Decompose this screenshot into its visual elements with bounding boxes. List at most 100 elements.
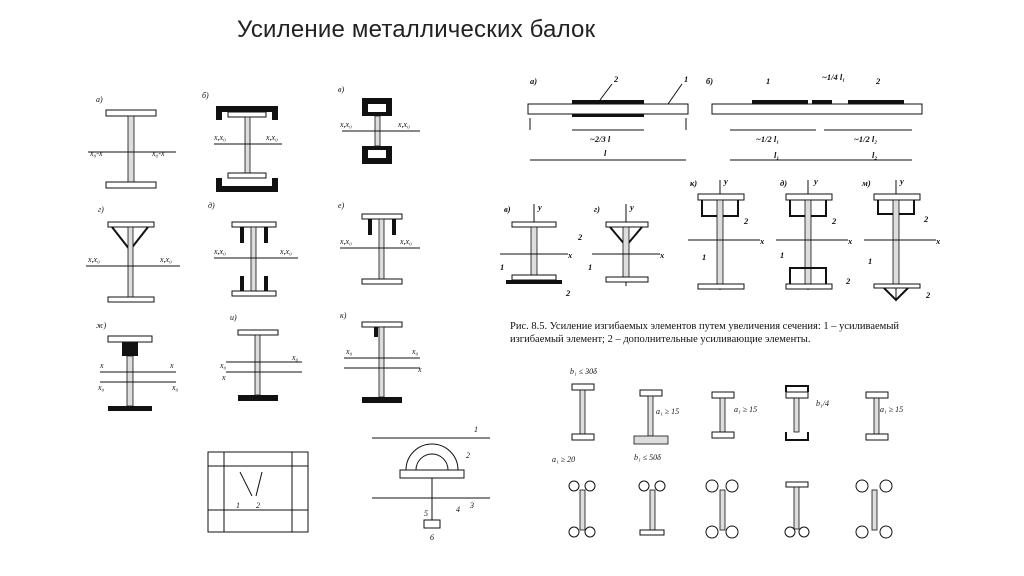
clamp-num5: 5 bbox=[424, 509, 428, 518]
rf-section-g: г) y x 2 1 bbox=[577, 202, 665, 286]
rf-d-axis-y: y bbox=[813, 176, 818, 186]
rf-section-d: д) y x 2 1 2 bbox=[776, 176, 853, 290]
rf-m-axis-x: x bbox=[935, 236, 941, 246]
axis-zh-x0-left: x₀ bbox=[97, 383, 105, 392]
axis-i-x0-right: x₀ bbox=[291, 353, 299, 362]
section-v: в) x,x₀ x,x₀ bbox=[338, 85, 420, 164]
beam-a-callout2: 2 bbox=[613, 74, 619, 84]
beam-b-dim-quarter: ~1/4 l₁ bbox=[822, 72, 845, 82]
beam-a-dim1: ~2/3 l bbox=[590, 134, 611, 144]
detail-clamp: 1 2 3 4 5 6 bbox=[372, 425, 490, 542]
sketch-1: b₁ ≤ 30δ a₁ ≥ 20 bbox=[552, 367, 597, 464]
sketch-3: a₁ ≥ 15 bbox=[711, 391, 757, 439]
detail-frame-num2: 2 bbox=[256, 501, 260, 510]
rf-label-m: м) bbox=[861, 178, 871, 188]
rf-d-axis-x: x bbox=[847, 236, 853, 246]
section-k: к) x₀ x₀ x bbox=[340, 311, 422, 403]
axis-d-left: x,x₀ bbox=[213, 247, 226, 256]
beam-b-label: б) bbox=[706, 76, 713, 86]
rf-m-axis-y: y bbox=[899, 176, 904, 186]
sketch2-dim-a1: a₁ ≥ 15 bbox=[656, 407, 679, 416]
section-b: б) x,x₀ x,x₀ bbox=[202, 91, 282, 192]
section-e: е) x,x₀ x,x₀ bbox=[338, 201, 420, 285]
rf-d-callout1: 1 bbox=[780, 250, 784, 260]
axis-zh-x-right: x bbox=[169, 361, 174, 370]
rf-v-axis-x: x bbox=[567, 250, 573, 260]
clamp-num6: 6 bbox=[430, 533, 434, 542]
section-g: г) x,x₀ x,x₀ bbox=[86, 205, 180, 303]
label-zh: ж) bbox=[96, 321, 106, 330]
rf-section-k: к) y x 2 1 bbox=[688, 176, 765, 290]
sketch3-dim-a1: a₁ ≥ 15 bbox=[734, 405, 757, 414]
axis-k-x-right: x bbox=[417, 365, 422, 374]
rf-k-axis-x: x bbox=[759, 236, 765, 246]
detail-frame-num1: 1 bbox=[236, 501, 240, 510]
rf-g-callout2: 2 bbox=[577, 232, 583, 242]
rf-section-v: в) y x 1 2 bbox=[500, 202, 573, 298]
rf-v-callout2: 2 bbox=[565, 288, 571, 298]
rf-g-axis-y: y bbox=[629, 202, 634, 212]
sketch5-dim-a1: a₁ ≥ 15 bbox=[880, 405, 903, 414]
rf-k-axis-y: y bbox=[723, 176, 728, 186]
axis-v-right: x,x₀ bbox=[397, 120, 410, 129]
clamp-num1: 1 bbox=[474, 425, 478, 434]
clamp-num3: 3 bbox=[469, 501, 474, 510]
axis-x0x-left: x₀-x bbox=[89, 149, 103, 158]
axis-g-left: x,x₀ bbox=[87, 255, 100, 264]
beam-a-callout1: 1 bbox=[684, 74, 688, 84]
label-d: д) bbox=[208, 201, 215, 210]
axis-e-left: x,x₀ bbox=[339, 237, 352, 246]
rf-k-callout1: 1 bbox=[702, 252, 706, 262]
beam-a-label: а) bbox=[530, 76, 537, 86]
axis-k-x0-left: x₀ bbox=[345, 347, 353, 356]
rf-label-g: г) bbox=[594, 204, 600, 214]
label-v: в) bbox=[338, 85, 344, 94]
beam-b-dim-l2: l₂ bbox=[872, 150, 877, 160]
label-g: г) bbox=[98, 205, 104, 214]
beam-b-callout1: 1 bbox=[766, 76, 770, 86]
slide-title: Усиление металлических балок bbox=[237, 16, 596, 43]
axis-k-x0-right: x₀ bbox=[411, 347, 419, 356]
section-zh: ж) x x x₀ x₀ bbox=[96, 321, 179, 411]
axis-b-right: x,x₀ bbox=[265, 133, 278, 142]
section-d: д) x,x₀ x,x₀ bbox=[208, 201, 298, 297]
beam-b-dim-half1: ~1/2 l₁ bbox=[756, 134, 779, 144]
clamp-num2: 2 bbox=[466, 451, 470, 460]
axis-e-right: x,x₀ bbox=[399, 237, 412, 246]
sketch-row2 bbox=[568, 479, 893, 539]
axis-v-left: x,x₀ bbox=[339, 120, 352, 129]
section-a: а) x₀-x x₀-x bbox=[88, 95, 176, 189]
axis-g-right: x,x₀ bbox=[159, 255, 172, 264]
rf-m-callout2b: 2 bbox=[925, 290, 931, 300]
section-i: и) x₀ x₀ x bbox=[219, 313, 302, 401]
rf-v-axis-y: y bbox=[537, 202, 542, 212]
axis-i-x-left: x bbox=[221, 373, 226, 382]
label-a: а) bbox=[96, 95, 103, 104]
beam-b-dim-half2: ~1/2 l₂ bbox=[854, 134, 877, 144]
rf-g-axis-x: x bbox=[659, 250, 665, 260]
rf-label-k: к) bbox=[690, 178, 697, 188]
label-k: к) bbox=[340, 311, 347, 320]
beam-b-callout2: 2 bbox=[875, 76, 881, 86]
axis-b-left: x,x₀ bbox=[213, 133, 226, 142]
axis-i-x0-left: x₀ bbox=[219, 361, 227, 370]
beam-a: а) ~2/3 l l 2 1 bbox=[527, 74, 689, 161]
sketch1-dim-b1: b₁ ≤ 30δ bbox=[570, 367, 597, 376]
sketch-4: b₁/4 bbox=[785, 385, 829, 441]
detail-frame: 1 2 bbox=[207, 451, 309, 533]
sketch-5: a₁ ≥ 15 bbox=[865, 391, 903, 441]
rf-m-callout1: 1 bbox=[868, 256, 872, 266]
axis-zh-x0-right: x₀ bbox=[171, 383, 179, 392]
label-e: е) bbox=[338, 201, 345, 210]
sketch1-dim-a1: a₁ ≥ 20 bbox=[552, 455, 575, 464]
rf-v-callout1: 1 bbox=[500, 262, 504, 272]
beam-a-dim2: l bbox=[604, 148, 607, 158]
sketch4-dim: b₁/4 bbox=[816, 399, 829, 408]
sketch-2: a₁ ≥ 15 b₁ ≤ 50δ bbox=[633, 389, 679, 462]
rf-k-callout2: 2 bbox=[743, 216, 749, 226]
label-i: и) bbox=[230, 313, 237, 322]
label-b: б) bbox=[202, 91, 209, 100]
axis-d-right: x,x₀ bbox=[279, 247, 292, 256]
